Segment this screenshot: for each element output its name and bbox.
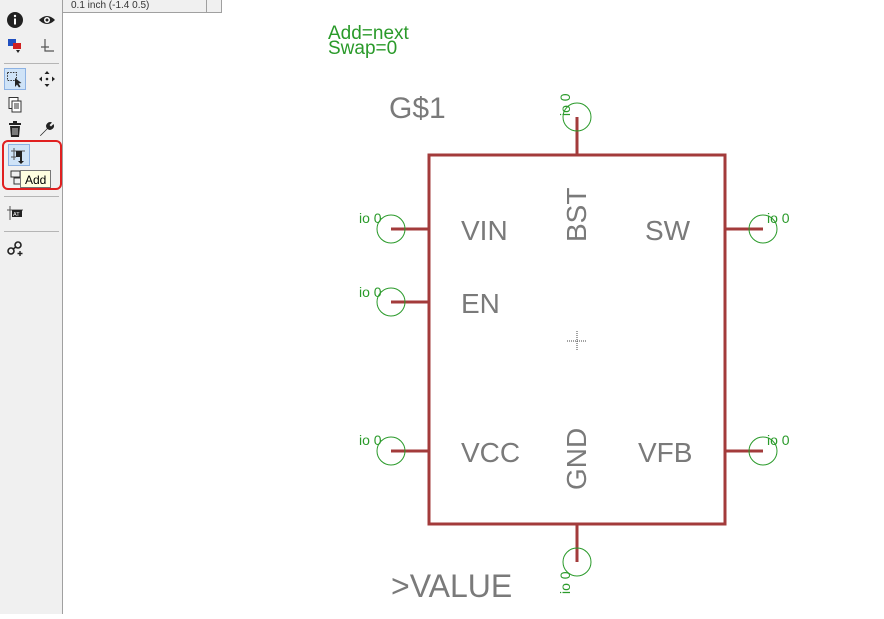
delete-icon <box>9 121 21 137</box>
pin-en-io: io 0 <box>359 284 382 300</box>
add-tooltip: Add <box>20 170 52 188</box>
group-select-button[interactable] <box>4 68 26 90</box>
change-button[interactable] <box>36 118 58 140</box>
pin-vfb-origin <box>748 436 778 466</box>
copy-icon <box>8 97 22 113</box>
command-toolbar: Add AT <box>0 0 63 614</box>
delete-button[interactable] <box>4 118 26 140</box>
add-icon <box>11 148 25 164</box>
info-icon <box>7 12 23 28</box>
show-button[interactable] <box>36 9 58 31</box>
route-icon <box>7 241 23 256</box>
pin-vfb-io: io 0 <box>767 432 790 448</box>
symbol-name-label: G$1 <box>389 92 446 125</box>
grid-coordinates: 0.1 inch (-1.4 0.5) <box>71 0 150 11</box>
pin-io-labels: io 0 io 0 io 0 io 0 io 0 io 0 io 0 <box>359 93 790 594</box>
toolbar-separator <box>4 141 59 142</box>
pin-en-origin <box>376 287 406 317</box>
toolbar-separator <box>4 231 59 232</box>
pin-origins <box>376 102 778 577</box>
pin-vcc-io: io 0 <box>359 432 382 448</box>
pin-en-name: EN <box>461 288 500 319</box>
swap-info-text: Swap=0 <box>328 38 397 59</box>
pin-gnd-io: io 0 <box>557 571 573 594</box>
pin-vin-name: VIN <box>461 215 508 246</box>
pin-vcc-name: VCC <box>461 437 520 468</box>
display-layers-button[interactable] <box>4 35 26 57</box>
pin-bst-name: BST <box>561 188 592 242</box>
coordinate-bar: 0.1 inch (-1.4 0.5) <box>63 0 884 13</box>
crosshair-cursor <box>567 331 587 351</box>
pin-vin-origin <box>376 214 406 244</box>
pin-gnd-origin <box>562 547 592 577</box>
symbol-value-label: >VALUE <box>391 568 512 604</box>
pin-gnd-name: GND <box>561 428 592 490</box>
drawing-canvas[interactable]: Add=next Swap=0 G$1 io 0 io 0 <box>63 13 884 614</box>
mark-button[interactable] <box>36 35 58 57</box>
pin-bst-origin <box>562 102 592 132</box>
add-button[interactable] <box>8 144 30 166</box>
toolbar-separator <box>4 63 59 64</box>
layer-display-icon <box>8 39 21 53</box>
mark-icon <box>41 39 54 52</box>
pin-sw-io: io 0 <box>767 210 790 226</box>
copy-button[interactable] <box>4 94 26 116</box>
attribute-button[interactable]: AT <box>4 202 26 224</box>
move-button[interactable] <box>36 68 58 90</box>
attribute-icon: AT <box>7 206 23 220</box>
eye-icon <box>39 16 55 24</box>
pin-vcc-origin <box>376 436 406 466</box>
toolbar-separator <box>4 196 59 197</box>
pin-vfb-name: VFB <box>638 437 692 468</box>
svg-text:AT: AT <box>13 212 20 218</box>
wrench-icon <box>40 122 54 136</box>
route-button[interactable] <box>4 237 26 259</box>
pin-bst-io: io 0 <box>557 93 573 116</box>
coord-separator <box>206 0 207 13</box>
group-select-icon <box>7 72 22 88</box>
pin-lines <box>391 117 763 562</box>
pin-sw-name: SW <box>645 215 691 246</box>
symbol-drawing: Add=next Swap=0 G$1 io 0 io 0 <box>328 23 790 604</box>
pin-sw-origin <box>748 214 778 244</box>
pin-vin-io: io 0 <box>359 210 382 226</box>
info-button[interactable] <box>4 9 26 31</box>
move-icon <box>39 71 55 87</box>
add-info-text: Add=next <box>328 23 410 44</box>
command-input[interactable] <box>221 0 884 13</box>
pin-names: VIN EN VCC SW VFB BST GND <box>461 188 692 490</box>
